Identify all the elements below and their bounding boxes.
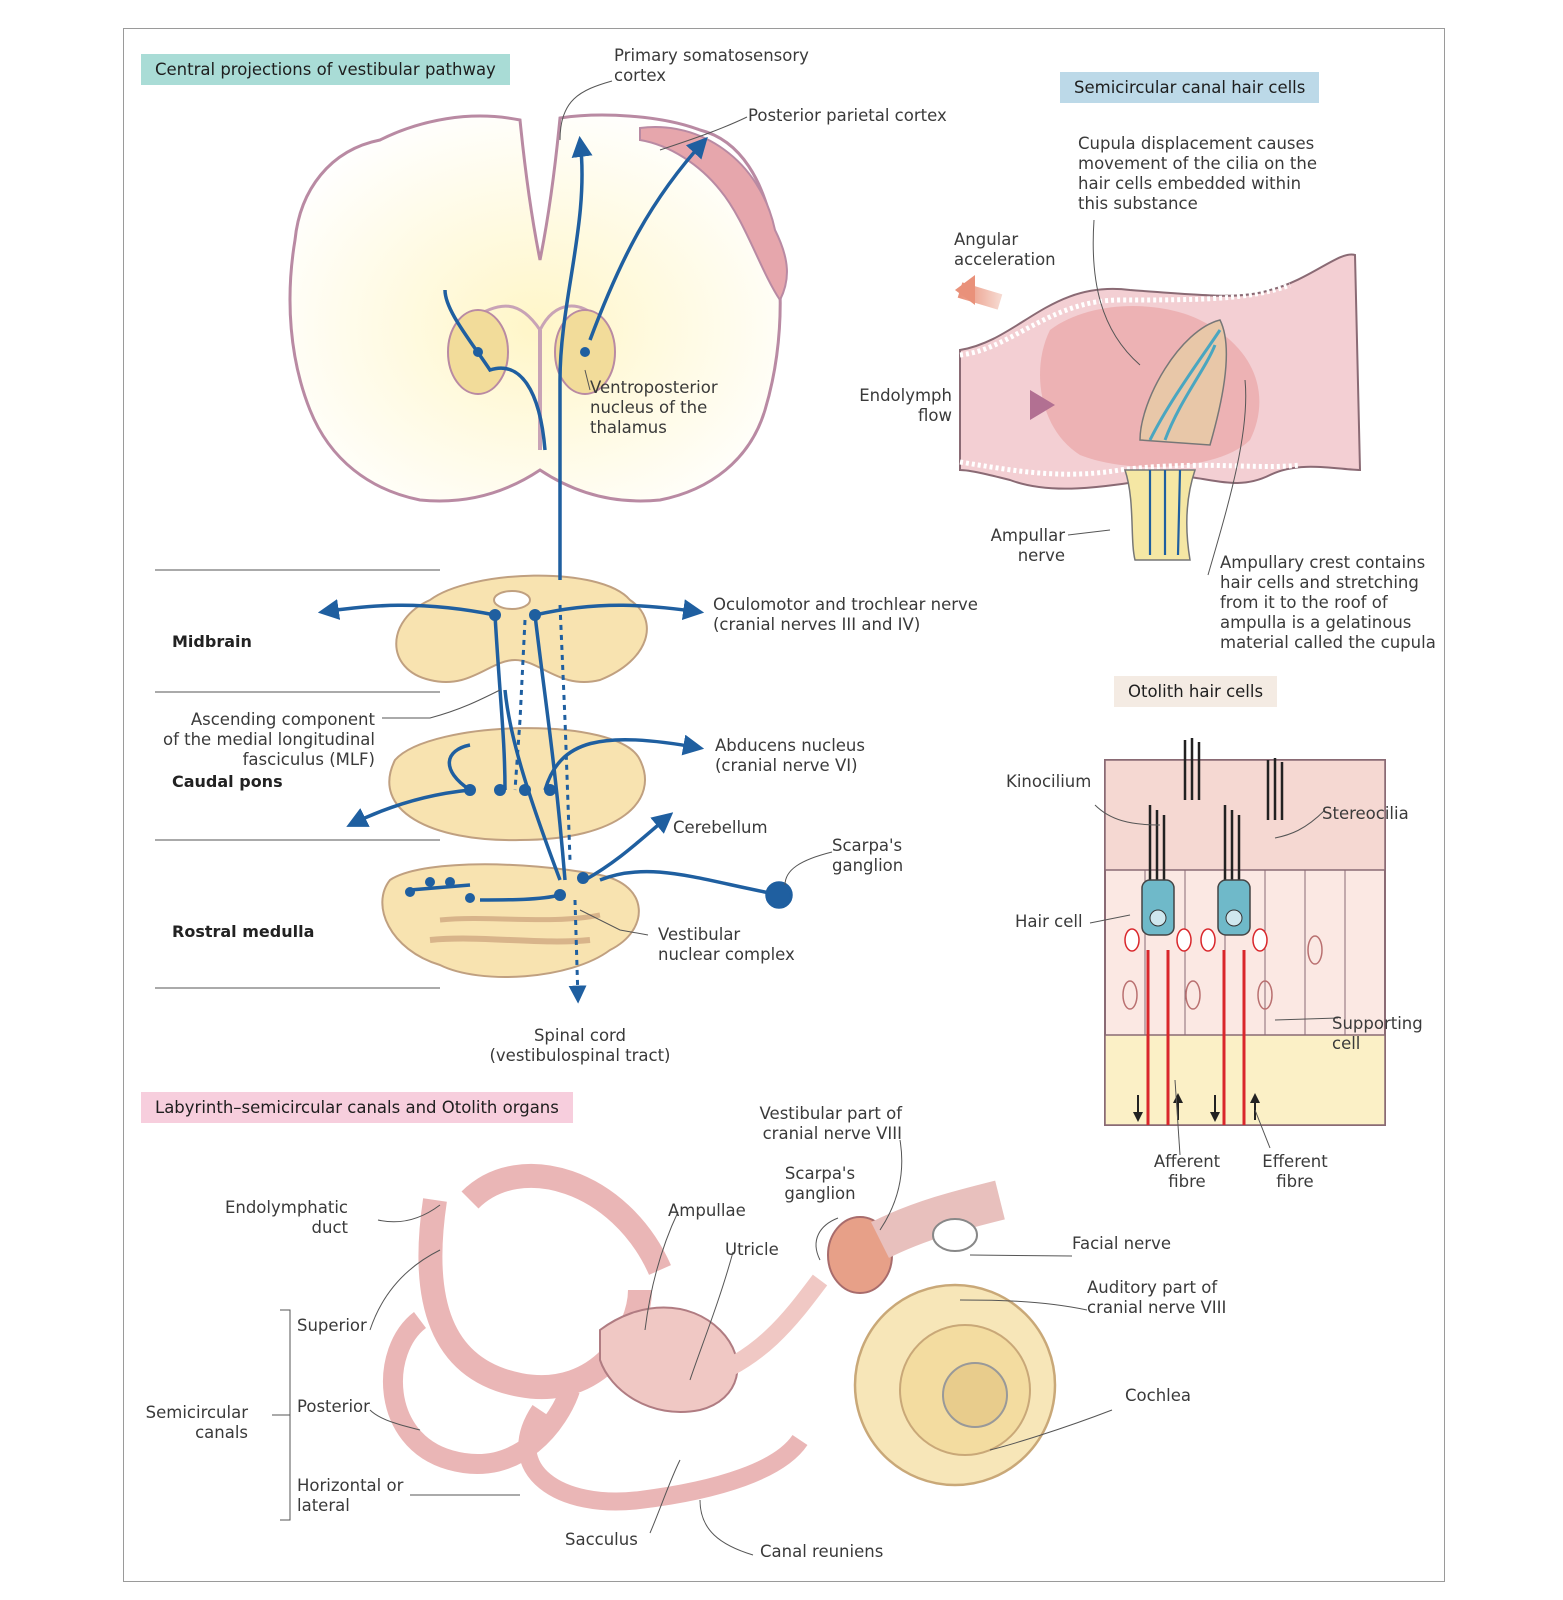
level-midbrain: Midbrain: [172, 632, 252, 651]
label-angular-acceleration: Angular acceleration: [954, 230, 1056, 269]
labyrinth-title: Labyrinth–semicircular canals and Otolit…: [141, 1092, 582, 1131]
label-stereocilia: Stereocilia: [1322, 804, 1409, 823]
label-mlf: Ascending component of the medial longit…: [162, 710, 375, 769]
label-oculomotor-trochlear: Oculomotor and trochlear nerve (cranial …: [713, 595, 978, 634]
label-endolymphatic-duct: Endolymphatic duct: [224, 1198, 348, 1237]
label-facial-nerve: Facial nerve: [1072, 1234, 1171, 1253]
label-posterior-parietal-cortex: Posterior parietal cortex: [748, 106, 947, 125]
otolith-hair-cells-title: Otolith hair cells: [1114, 676, 1287, 715]
dashed-pathways: [513, 604, 587, 1004]
brainstem-sections: [155, 569, 648, 989]
label-ampullae: Ampullae: [668, 1201, 746, 1220]
central-projections-title: Central projections of vestibular pathwa…: [141, 54, 519, 93]
label-abducens: Abducens nucleus (cranial nerve VI): [715, 736, 865, 775]
label-canal-reuniens: Canal reuniens: [760, 1542, 884, 1561]
otolith-block: [1104, 738, 1386, 1126]
label-utricle: Utricle: [725, 1240, 779, 1259]
label-cochlea: Cochlea: [1125, 1386, 1191, 1405]
label-afferent-fibre: Afferent fibre: [1153, 1152, 1221, 1191]
label-auditory-part-nerve: Auditory part of cranial nerve VIII: [1087, 1278, 1227, 1317]
label-scarpas-ganglion-labyrinth: Scarpa's ganglion: [784, 1164, 856, 1203]
figure-frame: [123, 28, 1445, 1582]
label-spinal-cord: Spinal cord (vestibulospinal tract): [489, 1026, 671, 1065]
semicircular-hair-cells-title: Semicircular canal hair cells: [1060, 72, 1329, 111]
nucleus-dots: [405, 347, 590, 903]
cortex-gyrus-highlight: [639, 126, 788, 302]
label-supporting-cell: Supporting cell: [1332, 1014, 1423, 1053]
label-hair-cell: Hair cell: [1015, 912, 1083, 931]
vestibular-pathway: [317, 135, 793, 909]
level-caudal-pons: Caudal pons: [172, 772, 283, 791]
labyrinth-illustration: [383, 1164, 1057, 1511]
label-vestibular-part-nerve: Vestibular part of cranial nerve VIII: [759, 1104, 902, 1143]
caudal-pons-section: [388, 727, 646, 842]
label-semicircular-canals: Semicircular canals: [145, 1403, 248, 1442]
label-cupula-displacement: Cupula displacement causes movement of t…: [1078, 134, 1318, 213]
label-scarpas-ganglion-central: Scarpa's ganglion: [832, 836, 904, 875]
level-rostral-medulla: Rostral medulla: [172, 922, 315, 941]
midbrain-section: [395, 574, 648, 683]
label-horizontal-lateral: Horizontal or lateral: [297, 1476, 404, 1515]
label-sacculus: Sacculus: [565, 1530, 638, 1549]
label-kinocilium: Kinocilium: [1006, 772, 1092, 791]
label-ampullary-crest: Ampullary crest contains hair cells and …: [1220, 553, 1436, 652]
leader-lines: [272, 80, 1339, 1556]
label-superior: Superior: [297, 1316, 367, 1335]
label-endolymph-flow: Endolymph flow: [859, 386, 952, 425]
label-ampullar-nerve: Ampullar nerve: [990, 526, 1065, 565]
label-efferent-fibre: Efferent fibre: [1262, 1152, 1328, 1191]
ampulla-illustration: [955, 253, 1362, 561]
label-primary-somatosensory-cortex: Primary somatosensory cortex: [614, 46, 809, 85]
label-vestibular-nuclear-complex: Vestibular nuclear complex: [658, 925, 795, 964]
label-ventroposterior-nucleus: Ventroposterior nucleus of the thalamus: [590, 378, 718, 437]
brain-section: [288, 113, 788, 503]
label-posterior: Posterior: [297, 1397, 370, 1416]
label-cerebellum: Cerebellum: [673, 818, 768, 837]
